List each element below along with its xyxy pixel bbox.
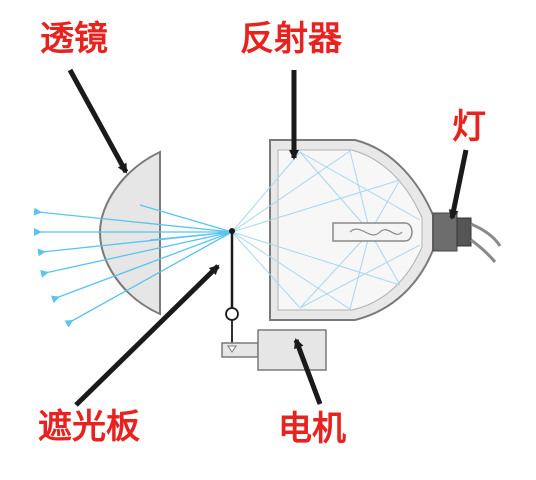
- motor-label: 电机: [278, 409, 346, 449]
- lens-shape: [98, 150, 161, 316]
- output-rays: [33, 204, 233, 328]
- arrow-motor: [293, 338, 323, 405]
- reflector-label: 反射器: [240, 19, 342, 59]
- shield: [225, 228, 239, 346]
- arrow-shield: [74, 264, 220, 407]
- bulb: [332, 222, 413, 242]
- lamp-label: 灯: [452, 107, 486, 147]
- lens-label: 透镜: [40, 19, 108, 59]
- arrow-lens: [67, 68, 129, 174]
- reflector-rays: [231, 150, 421, 310]
- lamp-socket: [432, 212, 502, 263]
- motor: [221, 329, 327, 371]
- callout-arrows: [67, 68, 469, 407]
- arrow-lamp: [448, 149, 469, 220]
- shield-label: 遮光板: [38, 407, 140, 447]
